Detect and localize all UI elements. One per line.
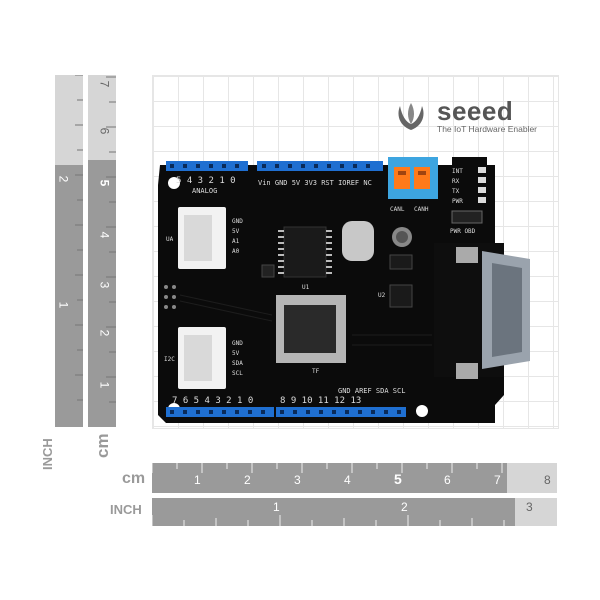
silk-i2c-sda: SDA (232, 360, 243, 367)
power-header (257, 161, 383, 171)
brand-tagline: The IoT Hardware Enabler (437, 124, 538, 134)
left-cm-tick-6: 6 (97, 127, 112, 135)
silk-i2c-scl: SCL (232, 370, 243, 377)
bottom-cm-tick-3: 3 (294, 473, 301, 487)
silk-u1: U1 (302, 284, 310, 291)
bottom-cm-unit: cm (122, 470, 146, 487)
silk-canh: CANH (414, 206, 429, 213)
silk-u2: U2 (378, 292, 386, 299)
bottom-inch-tick-1: 1 (273, 500, 280, 514)
digital-header-high (276, 407, 406, 417)
left-cm-tick-3: 3 (97, 281, 112, 289)
left-cm-tick-7: 7 (97, 80, 112, 88)
mount-hole (168, 177, 180, 189)
bottom-cm-ruler-tail (507, 463, 557, 493)
obd-switch (451, 210, 483, 224)
silk-i2c-5v: 5V (232, 350, 240, 357)
silk-bottom-pins: GND AREF SDA SCL (338, 387, 405, 395)
bottom-inch-tick-3: 3 (526, 500, 533, 514)
left-inch-tick-1: 1 (56, 301, 71, 309)
silk-led-int: INT (452, 168, 463, 175)
bottom-cm-tick-4: 4 (344, 473, 351, 487)
bottom-inch-tick-2: 2 (401, 500, 408, 514)
left-cm-unit: cm (93, 433, 112, 458)
bottom-cm-tick-1: 1 (194, 473, 201, 487)
bottom-cm-tick-6: 6 (444, 473, 451, 487)
bottom-cm-tick-7: 7 (494, 473, 501, 487)
left-ruler-ticks (75, 75, 116, 403)
left-cm-tick-5: 5 (97, 179, 112, 187)
crystal (342, 221, 374, 261)
left-cm-tick-4: 4 (97, 231, 112, 239)
silk-uart-a0: A0 (232, 248, 240, 255)
digital-header-low (166, 407, 274, 417)
seeed-logo-icon (398, 103, 424, 130)
analog-header (166, 161, 248, 171)
left-inch-unit: INCH (40, 438, 55, 470)
left-cm-ruler-highlight (88, 160, 116, 427)
bottom-cm-tick-8: 8 (544, 473, 551, 487)
bottom-inch-ruler-tail (515, 498, 557, 526)
bottom-inch-ruler (152, 498, 515, 526)
brand-name: seeed (437, 96, 514, 126)
bottom-cm-ruler (152, 463, 507, 493)
silk-digital-high: 8 9 10 11 12 13 (280, 396, 361, 406)
silk-led-rx: RX (452, 178, 460, 185)
can-bus-shield-board: 5 4 3 2 1 0 ANALOG Vin GND 5V 3V3 RST IO… (158, 157, 530, 423)
silk-canl: CANL (390, 206, 405, 213)
bottom-cm-tick-5: 5 (394, 471, 402, 487)
left-cm-tick-1: 1 (97, 381, 112, 389)
left-inch-tick-2: 2 (56, 175, 71, 183)
left-cm-tick-2: 2 (97, 329, 112, 337)
mount-hole (416, 405, 428, 417)
silk-i2c-side: I2C (164, 356, 175, 363)
transceiver-chip (389, 284, 413, 308)
silk-obd: PWR OBD (450, 228, 476, 235)
bottom-cm-tick-2: 2 (244, 473, 251, 487)
silk-tf: TF (312, 368, 320, 375)
silk-power-labels: Vin GND 5V 3V3 RST IOREF NC (258, 179, 372, 187)
silk-analog-label: ANALOG (192, 187, 217, 195)
silk-uart-gnd: GND (232, 218, 243, 225)
silk-uart-a1: A1 (232, 238, 240, 245)
silk-analog-pins: 5 4 3 2 1 0 (176, 176, 236, 186)
silk-led-tx: TX (452, 188, 460, 195)
silk-uart-5v: 5V (232, 228, 240, 235)
bottom-ruler-ticks (152, 463, 505, 526)
silk-led-pwr: PWR (452, 198, 463, 205)
bottom-inch-unit: INCH (110, 502, 142, 517)
silk-digital-low: 7 6 5 4 3 2 1 0 (172, 396, 253, 406)
pcb-body (158, 157, 504, 423)
left-inch-ruler-highlight (55, 165, 83, 427)
mcp2515-chip (283, 226, 327, 278)
silk-i2c-gnd: GND (232, 340, 243, 347)
silk-uart-side: UA (166, 236, 174, 243)
